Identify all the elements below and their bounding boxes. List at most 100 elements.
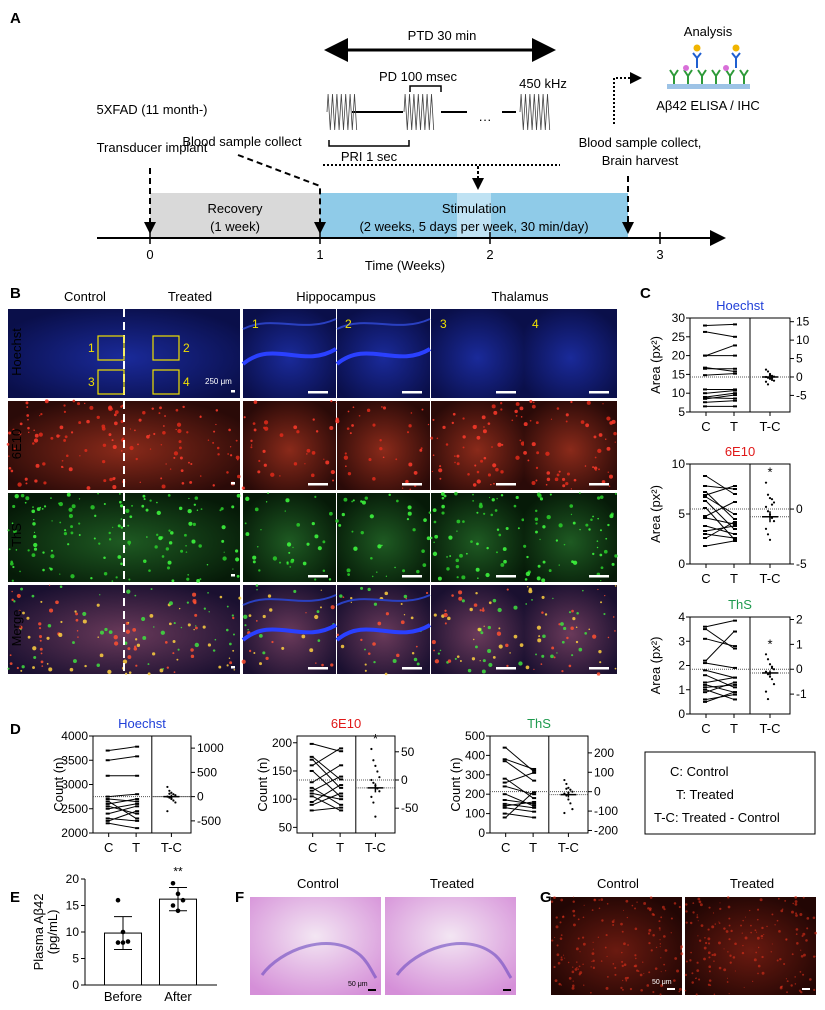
plaque-dot <box>133 647 138 651</box>
plaque-dot <box>475 567 480 572</box>
plaque-dot <box>321 663 324 667</box>
difference-point <box>166 785 169 789</box>
plaque-dot <box>325 460 330 465</box>
ihc-dot <box>640 988 643 992</box>
ihc-dot <box>660 984 664 988</box>
plaque-dot <box>370 556 373 560</box>
chart-d-hoechst: Hoechst20002500300035004000-50005001000C… <box>51 716 224 855</box>
f-treated-label: Treated <box>430 876 474 891</box>
plaque-dot <box>279 433 284 437</box>
plaque-dot <box>262 449 266 453</box>
plaque-dot <box>122 659 128 664</box>
y-tick-label: 2000 <box>61 826 88 840</box>
ihc-dot <box>723 948 725 950</box>
significance-marker: * <box>767 636 772 651</box>
ihc-dot <box>648 928 652 932</box>
plaque-dot <box>523 450 527 455</box>
ihc-dot <box>756 918 759 921</box>
plaque-dot <box>120 526 124 529</box>
plaque-dot <box>8 431 12 435</box>
plaque-dot <box>286 542 292 547</box>
plaque-dot <box>176 658 179 661</box>
plaque-dot <box>565 413 569 417</box>
plaque-dot <box>235 439 238 442</box>
plaque-dot <box>566 636 569 640</box>
plaque-dot <box>99 630 104 635</box>
plaque-dot <box>171 579 175 583</box>
ihc-dot <box>652 933 655 937</box>
plaque-dot <box>454 657 457 660</box>
pair-line <box>705 390 735 394</box>
plaque-dot <box>413 657 418 662</box>
plaque-dot <box>319 606 322 609</box>
plaque-dot <box>311 451 316 455</box>
plaque-dot <box>160 630 165 635</box>
ihc-dot <box>622 909 625 911</box>
ihc-dot <box>692 902 695 904</box>
ihc-dot <box>799 970 802 973</box>
plaque-dot <box>193 628 195 631</box>
plaque-dot <box>413 471 418 475</box>
plaque-dot <box>107 669 112 675</box>
plaque-dot <box>322 569 326 573</box>
plaque-dot <box>190 654 195 659</box>
plaque-dot <box>11 579 14 582</box>
plaque-dot <box>225 628 229 632</box>
plaque-dot <box>550 654 554 659</box>
y-tick-label: 0 <box>678 557 685 571</box>
y-tick-label: 2500 <box>61 802 88 816</box>
plaque-dot <box>537 564 541 568</box>
chart-title: Hoechst <box>118 716 166 731</box>
f-control-label: Control <box>297 876 339 891</box>
plaque-dot <box>76 402 81 406</box>
plaque-dot <box>40 660 44 664</box>
plaque-dot <box>565 481 569 486</box>
ihc-dot <box>598 899 600 901</box>
plaque-dot <box>208 611 210 613</box>
plaque-dot <box>430 436 434 440</box>
plaque-dot <box>593 466 598 470</box>
ihc-dot <box>697 935 699 937</box>
plaque-dot <box>302 561 307 566</box>
plaque-dot <box>420 447 423 450</box>
plaque-dot <box>531 480 536 485</box>
difference-point <box>764 481 768 484</box>
region-number-4: 4 <box>532 317 539 331</box>
plaque-dot <box>180 626 183 629</box>
ihc-dot <box>719 907 722 911</box>
ihc-dot <box>676 969 680 973</box>
plaque-dot <box>444 609 447 612</box>
ihc-dot <box>707 951 711 955</box>
ihc-dot <box>744 916 746 918</box>
plaque-dot <box>89 405 94 410</box>
plaque-dot <box>259 662 263 666</box>
plaque-dot <box>243 416 246 419</box>
difference-point <box>770 503 774 506</box>
plaque-dot <box>456 462 460 466</box>
ihc-dot <box>689 959 692 962</box>
plaque-dot <box>309 648 314 653</box>
plaque-dot <box>533 668 535 671</box>
plaque-dot <box>544 613 548 616</box>
plaque-dot <box>487 422 491 425</box>
plaque-dot <box>438 468 443 473</box>
plaque-dot <box>267 594 272 598</box>
ihc-dot <box>631 904 634 907</box>
plaque-dot <box>475 425 478 427</box>
plaque-dot <box>441 504 445 509</box>
plaque-dot <box>568 664 572 668</box>
plaque-dot <box>346 427 350 430</box>
plaque-dot <box>590 518 593 522</box>
ihc-dot <box>591 960 593 963</box>
plaque-dot <box>519 643 524 647</box>
plaque-dot <box>229 454 233 457</box>
plaque-dot <box>86 419 90 424</box>
plaque-dot <box>565 420 568 423</box>
difference-point <box>372 801 375 804</box>
plaque-dot <box>538 635 541 638</box>
ptd-label: PTD 30 min <box>408 28 477 43</box>
plaque-dot <box>369 514 374 519</box>
difference-point <box>376 770 379 773</box>
plaque-dot <box>279 475 281 477</box>
plaque-dot <box>188 521 193 526</box>
